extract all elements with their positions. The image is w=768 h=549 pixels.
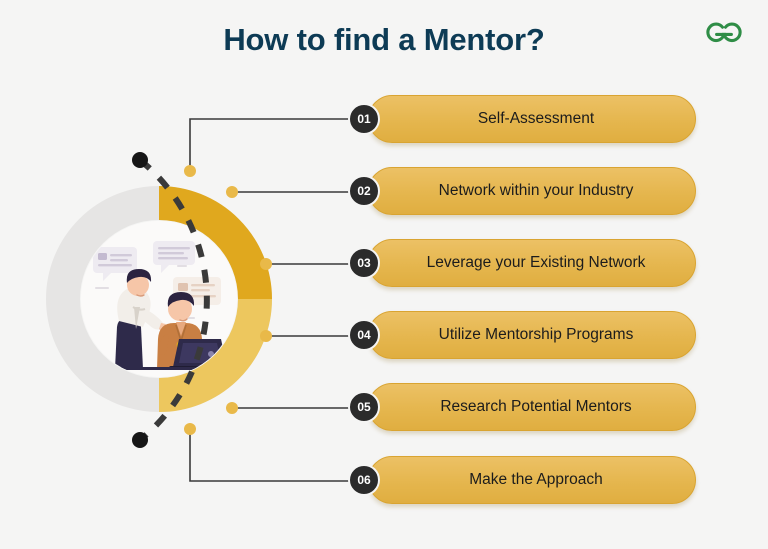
step-badge-03: 03: [348, 247, 380, 279]
arc-dot-04: [260, 330, 272, 342]
connector-01: [189, 118, 352, 171]
illustration-photo: [81, 221, 237, 377]
step-badge-04: 04: [348, 319, 380, 351]
arc-endpoint-top: [132, 152, 148, 168]
step-pill-05[interactable]: Research Potential Mentors: [368, 383, 696, 431]
step-label-06: Make the Approach: [469, 471, 603, 489]
step-badge-02: 02: [348, 175, 380, 207]
step-pill-02[interactable]: Network within your Industry: [368, 167, 696, 215]
step-item-05[interactable]: Research Potential Mentors 05: [348, 383, 696, 431]
step-pill-06[interactable]: Make the Approach: [368, 456, 696, 504]
step-pill-01[interactable]: Self-Assessment: [368, 95, 696, 143]
step-pill-04[interactable]: Utilize Mentorship Programs: [368, 311, 696, 359]
step-pill-03[interactable]: Leverage your Existing Network: [368, 239, 696, 287]
arc-dot-01: [184, 165, 196, 177]
arc-dot-06: [184, 423, 196, 435]
step-item-03[interactable]: Leverage your Existing Network 03: [348, 239, 696, 287]
step-label-05: Research Potential Mentors: [440, 398, 632, 416]
step-item-01[interactable]: Self-Assessment 01: [348, 95, 696, 143]
dashed-arc: [138, 157, 210, 443]
mentorship-illustration: [46, 186, 272, 412]
step-label-02: Network within your Industry: [438, 182, 634, 200]
arc-endpoint-bottom: [132, 432, 148, 448]
geeksforgeeks-logo: [702, 14, 746, 48]
step-badge-06: 06: [348, 464, 380, 496]
arc-dot-02: [226, 186, 238, 198]
arc-dot-03: [260, 258, 272, 270]
step-item-06[interactable]: Make the Approach 06: [348, 456, 696, 504]
arc-dot-05: [226, 402, 238, 414]
step-label-03: Leverage your Existing Network: [426, 254, 646, 272]
step-item-04[interactable]: Utilize Mentorship Programs 04: [348, 311, 696, 359]
step-item-02[interactable]: Network within your Industry 02: [348, 167, 696, 215]
step-label-04: Utilize Mentorship Programs: [438, 326, 634, 344]
step-label-01: Self-Assessment: [477, 110, 595, 128]
step-badge-05: 05: [348, 391, 380, 423]
page-title: How to find a Mentor?: [223, 22, 545, 57]
connector-06: [189, 429, 352, 482]
step-badge-01: 01: [348, 103, 380, 135]
